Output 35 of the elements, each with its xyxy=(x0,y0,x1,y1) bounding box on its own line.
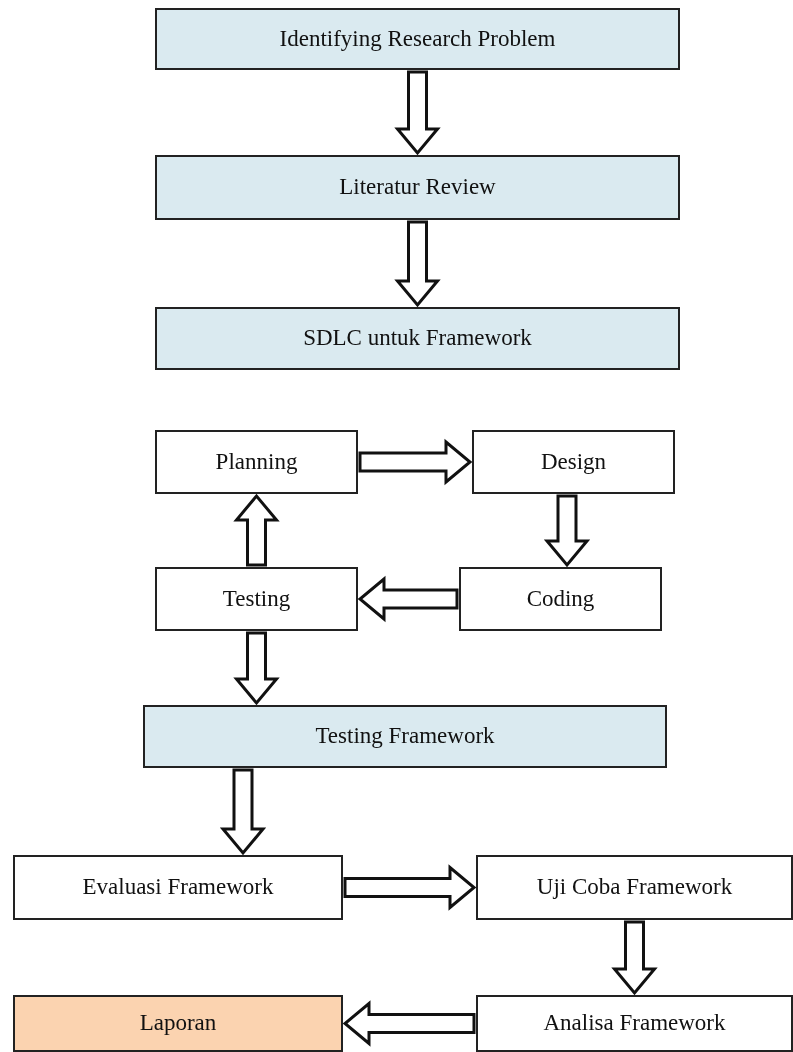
box-label: Design xyxy=(539,448,608,476)
process-box xyxy=(155,430,358,494)
box-label: Testing Framework xyxy=(314,723,496,750)
box-label: Literatur Review xyxy=(338,174,497,201)
process-box xyxy=(13,855,343,920)
block-arrow xyxy=(219,768,267,856)
process-box xyxy=(155,8,680,70)
box-label: Coding xyxy=(525,585,596,613)
process-box xyxy=(155,307,680,370)
block-arrow xyxy=(611,920,658,996)
block-arrow xyxy=(394,70,441,156)
process-box xyxy=(13,995,343,1052)
block-arrow xyxy=(233,493,280,567)
block-arrow xyxy=(358,438,473,486)
box-label: Evaluasi Framework xyxy=(81,874,275,901)
box-label: Testing xyxy=(221,585,292,613)
box-label: Identifying Research Problem xyxy=(278,25,557,53)
process-box xyxy=(459,567,662,631)
process-box xyxy=(155,155,680,220)
block-arrow xyxy=(357,575,459,623)
block-arrow xyxy=(342,1000,476,1047)
box-label: Planning xyxy=(214,448,299,476)
box-label: Analisa Framework xyxy=(542,1010,727,1037)
block-arrow xyxy=(543,494,591,568)
process-box xyxy=(155,567,358,631)
process-box xyxy=(476,855,793,920)
block-arrow xyxy=(233,631,280,706)
box-label: SDLC untuk Framework xyxy=(302,325,533,352)
block-arrow xyxy=(343,864,477,911)
block-arrow xyxy=(394,220,441,308)
box-label: Laporan xyxy=(138,1010,218,1037)
process-box xyxy=(476,995,793,1052)
process-box xyxy=(143,705,667,768)
box-label: Uji Coba Framework xyxy=(535,874,734,901)
process-box xyxy=(472,430,675,494)
